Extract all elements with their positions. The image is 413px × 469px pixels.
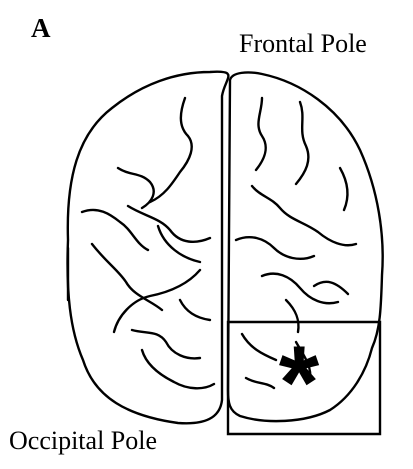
left-sulcus xyxy=(158,226,200,262)
right-sulcus xyxy=(256,98,266,170)
frontal-pole-label: Frontal Pole xyxy=(239,31,367,57)
right-sulcus xyxy=(242,334,276,360)
left-sulcus xyxy=(150,98,192,202)
right-sulcus xyxy=(314,282,348,294)
right-sulcus xyxy=(262,274,338,304)
right-sulcus xyxy=(340,168,347,210)
panel-label: A xyxy=(31,15,51,42)
right-sulcus xyxy=(296,342,310,380)
left-sulcus xyxy=(180,300,210,320)
left-sulcus xyxy=(118,168,154,208)
left-sulcus xyxy=(128,206,210,242)
left-sulcus xyxy=(92,244,162,310)
right-sulcus xyxy=(246,378,274,388)
left-sulcus xyxy=(142,350,214,388)
left-hemisphere-outline xyxy=(68,72,229,424)
right-sulcus xyxy=(236,237,314,259)
left-sulcus xyxy=(114,270,200,332)
region-box xyxy=(228,322,380,434)
right-sulcus xyxy=(296,102,308,184)
occipital-pole-label: Occipital Pole xyxy=(9,428,157,454)
right-sulcus xyxy=(252,186,356,245)
right-sulcus xyxy=(286,300,299,332)
right-hemisphere-outline xyxy=(228,72,383,421)
